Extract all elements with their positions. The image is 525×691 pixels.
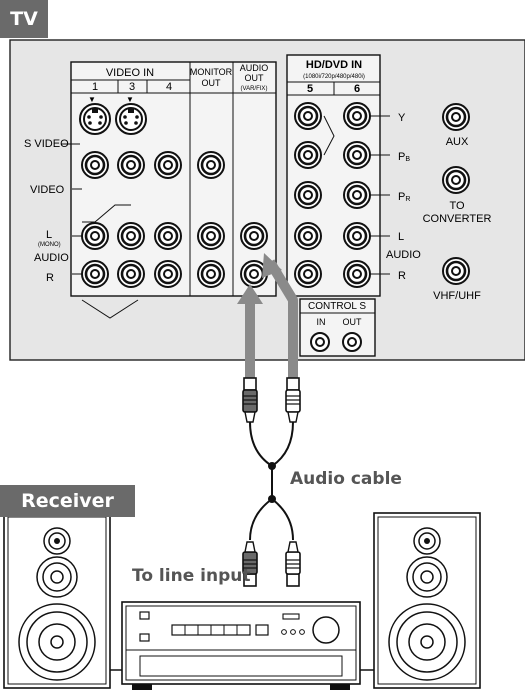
hd-pb-jack-6 [342, 140, 372, 170]
hd-y-jack-5 [293, 101, 323, 131]
audio-out-label-2: OUT [245, 73, 265, 83]
audio-r-jack-3 [116, 259, 146, 289]
monitor-out-label-1: MONITOR [190, 67, 233, 77]
mono-label: (MONO) [38, 242, 61, 248]
vhf-uhf-jack [441, 256, 471, 286]
hd-input-6: 6 [354, 83, 360, 95]
to-converter-jack [441, 165, 471, 195]
video-jack-1 [80, 150, 110, 180]
s-video-label: S VIDEO [24, 138, 69, 150]
audio-l-label: L [46, 229, 52, 241]
video-jack-4 [153, 150, 183, 180]
monitor-out-video-jack [196, 150, 226, 180]
control-s-out-label: OUT [343, 317, 363, 327]
video-label: VIDEO [30, 184, 65, 196]
audio-r-jack-1 [80, 259, 110, 289]
hd-r-jack-5 [293, 259, 323, 289]
aux-label: AUX [446, 136, 469, 148]
audio-l-jack-3 [116, 221, 146, 251]
hd-audio-label: AUDIO [386, 249, 421, 261]
video-in-input-3: 3 [129, 81, 135, 93]
hd-pb-jack-5 [293, 140, 323, 170]
tv-badge: TV [0, 0, 48, 38]
svg-text:▼: ▼ [126, 95, 134, 104]
to-line-input-label: To line input [132, 566, 251, 586]
hd-l-jack-5 [293, 221, 323, 251]
audio-cable-label: Audio cable [290, 469, 402, 489]
left-speaker [3, 512, 111, 689]
hd-r-jack-6 [342, 259, 372, 289]
receiver-unit [121, 601, 361, 690]
control-s-title: CONTROL S [308, 301, 366, 312]
svg-text:▼: ▼ [88, 95, 96, 104]
right-speaker [373, 512, 481, 689]
audio-l-jack-1 [80, 221, 110, 251]
monitor-out-r-jack [196, 259, 226, 289]
hd-pb-label: PB [398, 151, 410, 163]
to-label: TO [449, 200, 465, 212]
audio-r-jack-4 [153, 259, 183, 289]
hd-pr-jack-6 [342, 180, 372, 210]
arrow-to-audio-out-l [265, 259, 298, 378]
audio-out-label-1: AUDIO [240, 63, 269, 73]
video-in-panel [70, 61, 277, 297]
control-s-in-label: IN [317, 317, 326, 327]
cable-plug-right-bottom [285, 541, 301, 587]
hd-dvd-in-title: HD/DVD IN [306, 59, 362, 71]
video-in-input-4: 4 [166, 81, 172, 93]
cable-plug-left-top [242, 377, 258, 423]
converter-label: CONVERTER [423, 213, 492, 225]
hd-dvd-in-subtitle: (1080i/720p/480p/480i) [303, 74, 365, 80]
audio-r-label: R [46, 272, 54, 284]
audio-label-left: AUDIO [34, 252, 69, 264]
cable-plug-right-top [285, 377, 301, 423]
receiver-badge: Receiver [0, 485, 135, 517]
hd-pr-jack-5 [293, 180, 323, 210]
s-video-jack-1 [79, 103, 111, 135]
audio-cable [249, 421, 294, 468]
video-in-input-1: 1 [92, 81, 98, 93]
hd-l-jack-6 [342, 221, 372, 251]
audio-l-jack-4 [153, 221, 183, 251]
video-in-title: VIDEO IN [106, 67, 154, 79]
monitor-out-l-jack [196, 221, 226, 251]
hd-y-label: Y [398, 112, 406, 124]
vhf-uhf-label: VHF/UHF [433, 290, 481, 302]
aux-jack [441, 102, 471, 132]
hd-y-jack-6 [342, 101, 372, 131]
monitor-out-label-2: OUT [202, 78, 222, 88]
audio-out-label-3: (VAR/FIX) [241, 86, 268, 92]
s-video-jack-3 [115, 103, 147, 135]
hd-input-5: 5 [307, 83, 313, 95]
video-jack-3 [116, 150, 146, 180]
hd-l-label: L [398, 231, 404, 243]
hd-pr-label: PR [398, 191, 410, 203]
hd-r-label: R [398, 270, 406, 282]
audio-out-l-jack [239, 221, 269, 251]
